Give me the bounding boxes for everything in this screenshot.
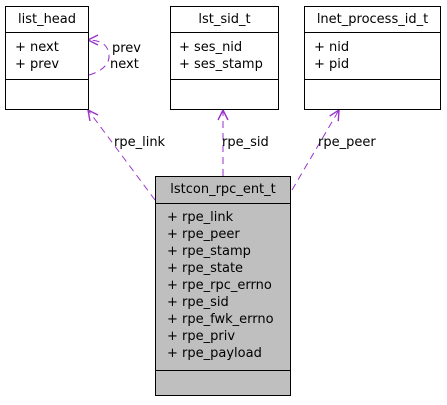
class-title-lnet-process-id-t: lnet_process_id_t [317, 12, 428, 27]
edge-label-prev: prev [112, 41, 141, 56]
class-box-lst-sid-t: lst_sid_t + ses_nid + ses_stamp [170, 6, 279, 110]
class-box-lnet-process-id-t-frame [304, 6, 441, 110]
class-box-lstcon-rpc-ent-t: lstcon_rpc_ent_t + rpe_link + rpe_peer +… [155, 176, 291, 396]
class-box-lstcon-rpc-ent-t-frame [155, 176, 291, 396]
class-box-lnet-process-id-t: lnet_process_id_t + nid + pid [304, 6, 441, 110]
class-attribute: + rpe_priv [167, 329, 235, 344]
class-title-lst-sid-t: lst_sid_t [198, 12, 250, 27]
class-box-list-head: list_head + next + prev [5, 6, 89, 110]
class-attribute: + ses_stamp [179, 57, 263, 72]
class-attribute: + rpe_state [167, 261, 243, 276]
class-attribute: + rpe_link [167, 210, 234, 225]
edge-label-rpe-peer: rpe_peer [318, 135, 376, 150]
class-title-list-head: list_head [18, 12, 76, 27]
class-attribute: + rpe_peer [167, 227, 240, 242]
class-box-lst-sid-t-frame [170, 6, 279, 110]
edge-rpe-link [88, 110, 156, 201]
class-attribute: + rpe_sid [167, 295, 229, 310]
class-attribute: + rpe_stamp [167, 244, 251, 259]
class-title-lstcon-rpc-ent-t: lstcon_rpc_ent_t [170, 182, 276, 197]
edge-label-rpe-sid: rpe_sid [222, 135, 269, 150]
class-attribute: + rpe_fwk_errno [167, 312, 274, 327]
edge-rpe-peer [291, 110, 339, 191]
class-attribute: + next [15, 40, 59, 55]
edge-label-rpe-link: rpe_link [114, 135, 166, 150]
edge-self-loop-list-head [88, 40, 110, 76]
class-attribute: + rpe_payload [167, 346, 262, 361]
class-attribute: + rpe_rpc_errno [167, 278, 272, 293]
class-attribute: + pid [314, 57, 349, 72]
edge-label-next: next [110, 57, 139, 72]
class-attribute: + nid [314, 40, 349, 55]
class-box-list-head-frame [5, 6, 89, 110]
edges: prev next rpe_link rpe_sid rpe_peer [88, 40, 376, 201]
class-attribute: + ses_nid [179, 40, 242, 55]
class-attribute: + prev [15, 57, 59, 72]
